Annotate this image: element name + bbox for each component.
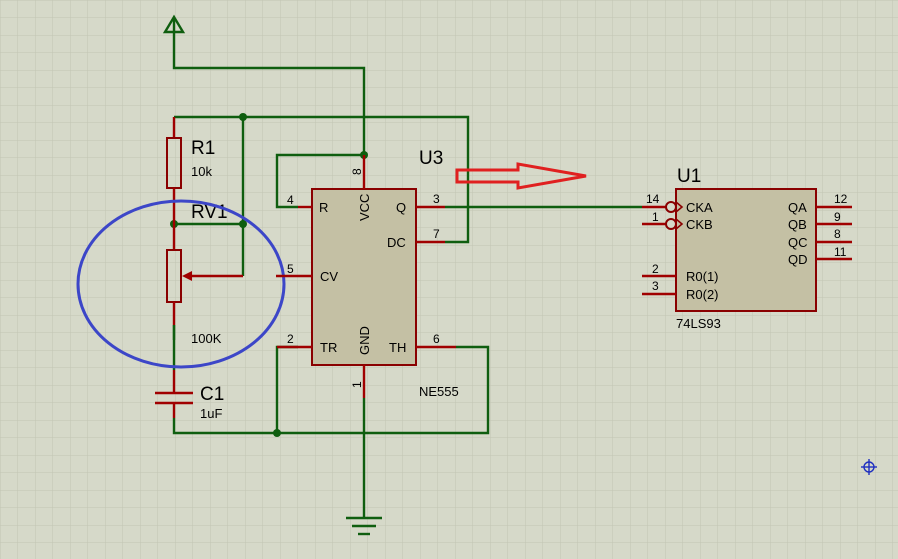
u1-pin-qa-label: QA (788, 200, 807, 215)
u1-ref: U1 (677, 166, 701, 187)
u3-pin-q-num: 3 (433, 192, 440, 206)
u3-pin-gnd-label: GND (357, 326, 372, 355)
u3-pin-r-label: R (319, 200, 328, 215)
u3-pin-tr-num: 2 (287, 332, 294, 346)
u1-pin-qc-label: QC (788, 235, 808, 250)
wires (172, 34, 642, 518)
power-terminal[interactable] (162, 14, 186, 34)
u3-pin-dc-num: 7 (433, 227, 440, 241)
rv1-value: 100K (191, 331, 222, 346)
u3-pin-gnd-num: 1 (350, 381, 364, 388)
u3-pin-th-num: 6 (433, 332, 440, 346)
u1-pin-qd-num: 11 (834, 245, 847, 259)
ic-u1-74ls93[interactable]: U1 74LS93 CKA 14 CKB 1 R0(1) 2 R0(2) 3 Q… (642, 166, 852, 331)
u3-part: NE555 (419, 384, 459, 399)
u3-pin-cv-label: CV (320, 269, 338, 284)
u3-pin-r-num: 4 (287, 193, 294, 207)
junction-dot (239, 220, 247, 228)
u1-pin-r02-num: 3 (652, 279, 659, 293)
u1-pin-qd-label: QD (788, 252, 808, 267)
resistor-r1[interactable]: R1 10k (166, 117, 215, 224)
u1-pin-qb-label: QB (788, 217, 807, 232)
u1-pin-cka-num: 14 (646, 192, 660, 206)
u3-ref: U3 (419, 148, 443, 169)
highlight-ellipse (76, 199, 286, 369)
u1-pin-ckb-label: CKB (686, 217, 713, 232)
ground-symbol[interactable] (346, 516, 382, 536)
u1-pin-r02-label: R0(2) (686, 287, 719, 302)
origin-crosshair-icon (861, 459, 877, 475)
u1-pin-r01-num: 2 (652, 262, 659, 276)
junction-dot (239, 113, 247, 121)
u1-pin-qb-num: 9 (834, 210, 841, 224)
c1-value: 1uF (200, 406, 222, 421)
u1-pin-qa-num: 12 (834, 192, 848, 206)
u1-pin-ckb-num: 1 (652, 210, 659, 224)
u3-pin-q-label: Q (396, 200, 406, 215)
u1-pin-r01-label: R0(1) (686, 269, 719, 284)
c1-ref: C1 (200, 384, 224, 405)
probe-arrow-icon[interactable] (455, 162, 587, 190)
u3-pin-cv-num: 5 (287, 262, 294, 276)
junction-dots (170, 113, 368, 437)
u1-pin-cka-label: CKA (686, 200, 713, 215)
r1-ref: R1 (191, 138, 215, 159)
r1-value: 10k (191, 164, 212, 179)
u3-pin-vcc-label: VCC (357, 194, 372, 221)
u3-pin-dc-label: DC (387, 235, 406, 250)
capacitor-c1[interactable]: C1 1uF (155, 370, 224, 421)
ic-u3-ne555[interactable]: U3 NE555 R 4 VCC 8 Q 3 DC 7 CV 5 TR 2 GN… (276, 148, 459, 399)
u3-pin-tr-label: TR (320, 340, 337, 355)
u1-pin-qc-num: 8 (834, 227, 841, 241)
u1-part: 74LS93 (676, 316, 721, 331)
junction-dot (273, 429, 281, 437)
u3-pin-th-label: TH (389, 340, 406, 355)
u3-pin-vcc-num: 8 (350, 168, 364, 175)
